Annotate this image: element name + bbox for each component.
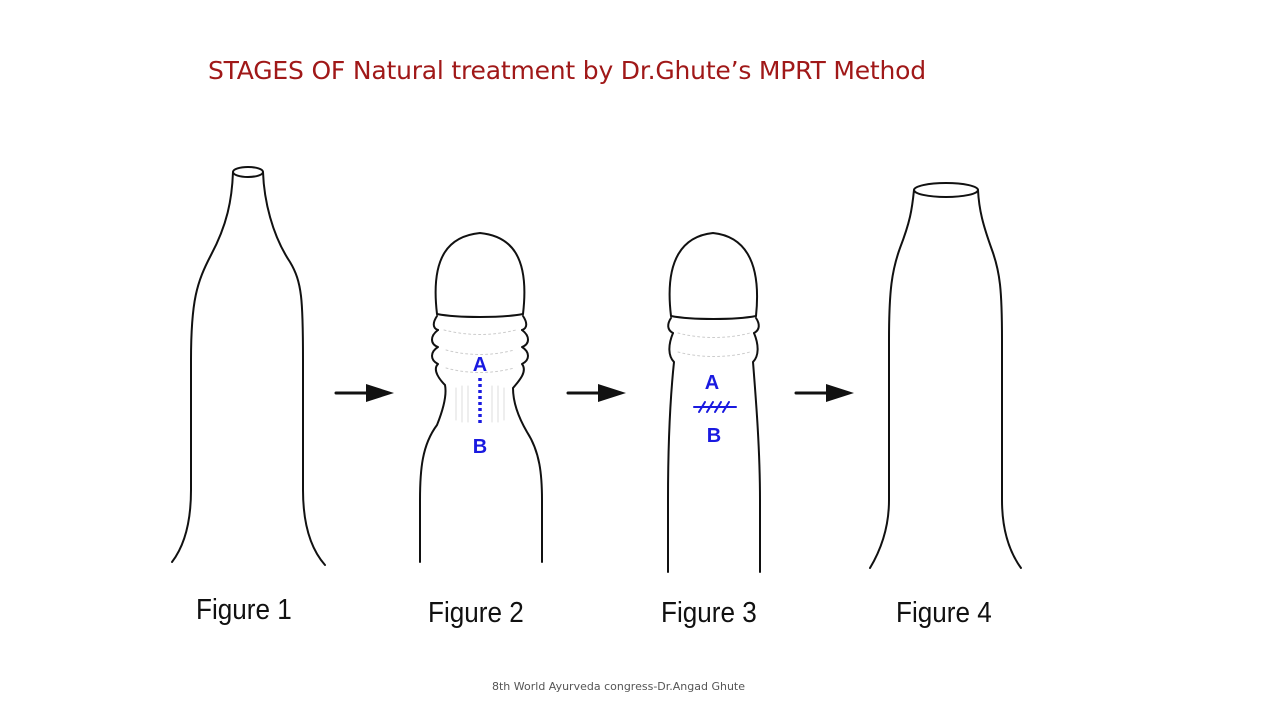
- figure-2-caption: Figure 2: [428, 597, 524, 629]
- figure-3-point-a-label: A: [705, 372, 719, 394]
- arrow-1-icon: [334, 384, 394, 402]
- footer-credit: 8th World Ayurveda congress-Dr.Angad Ghu…: [492, 680, 746, 693]
- figure-3-point-b-label: B: [707, 425, 721, 447]
- figure-4-caption: Figure 4: [896, 597, 992, 629]
- figure-2-point-b-label: B: [473, 436, 487, 458]
- figure-3-shape: [667, 232, 761, 573]
- figure-1-caption: Figure 1: [196, 594, 292, 626]
- figure-3-repair-marker: [693, 401, 737, 413]
- figure-2-shape: [419, 232, 543, 563]
- arrow-2-icon: [566, 384, 626, 402]
- figure-3-caption: Figure 3: [661, 597, 757, 629]
- figure-4-shape: [869, 182, 1022, 569]
- slide-title: STAGES OF Natural treatment by Dr.Ghute’…: [208, 56, 926, 85]
- figure-2-point-a-label: A: [473, 354, 487, 376]
- figure-1-shape: [171, 166, 326, 566]
- arrow-3-icon: [794, 384, 854, 402]
